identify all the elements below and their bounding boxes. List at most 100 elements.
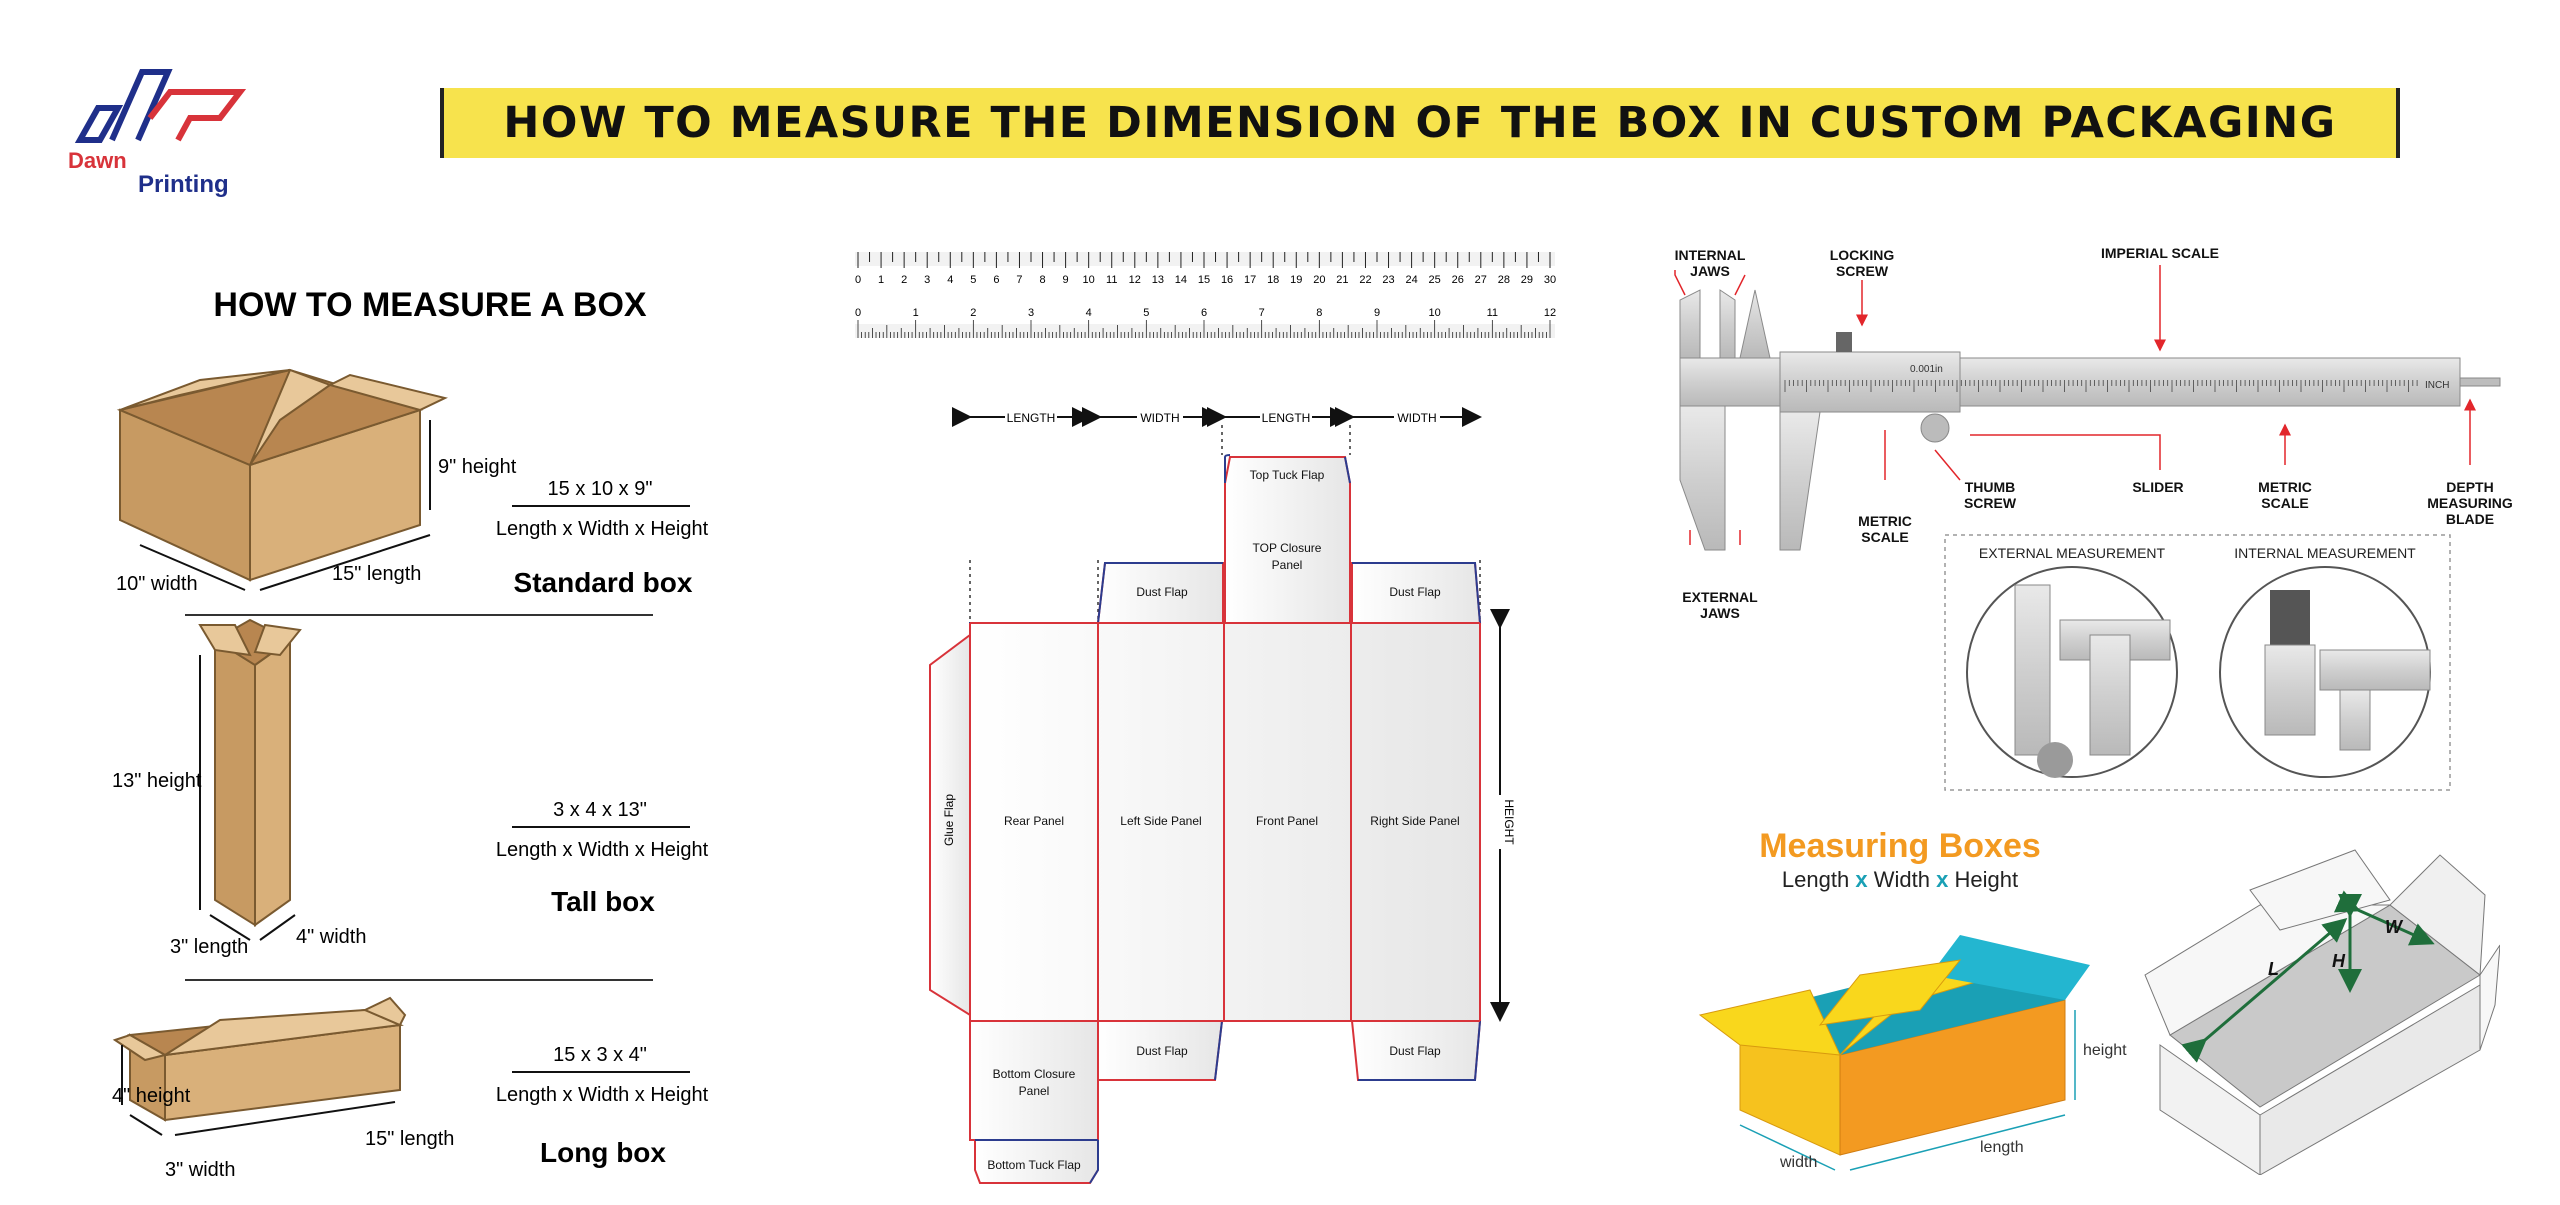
metric-scale-right-label-2: SCALE (2261, 495, 2308, 511)
ruler-top-number: 15 (1198, 274, 1210, 286)
tall-box-illustration (198, 618, 302, 941)
scale-inch-text: INCH (2425, 380, 2449, 391)
tall-height-label: 13" height (112, 770, 202, 792)
ruler-bottom-number: 10 (1429, 307, 1441, 319)
locking-screw-label-2: SCREW (1836, 263, 1889, 279)
ruler-top-number: 28 (1498, 274, 1510, 286)
measuring-boxes-subtitle: Length x Width x Height (1782, 867, 2018, 892)
slider-label: SLIDER (2132, 479, 2183, 495)
measuring-boxes-diagram: Measuring Boxes Length x Width x Height … (1698, 827, 2127, 1171)
standard-box-illustration (116, 368, 448, 591)
standard-width-label: 10" width (116, 573, 198, 595)
ruler-bottom-number: 11 (1487, 307, 1498, 319)
ruler-top-number: 1 (878, 274, 884, 286)
ruler-top-number: 22 (1359, 274, 1371, 286)
ruler-top-ticks (857, 252, 1551, 268)
metric-scale-right-label-1: METRIC (2258, 479, 2312, 495)
tall-box-name: Tall box (551, 886, 655, 917)
box-dieline: LENGTH WIDTH LENGTH WIDTH HEIGHT (929, 407, 1516, 1184)
ruler-bottom-number: 3 (1028, 307, 1034, 319)
ruler-top-number: 2 (901, 274, 907, 286)
dim-width-1: WIDTH (1140, 411, 1179, 425)
ruler-top-number: 3 (924, 274, 930, 286)
long-height-label: 4" height (112, 1085, 191, 1107)
internal-jaws-label-1: INTERNAL (1675, 247, 1746, 263)
subtitle-length: Length (1782, 867, 1849, 892)
height-label: height (2083, 1042, 2127, 1059)
standard-length-label: 15" length (332, 563, 421, 585)
long-dims: 15 x 3 x 4" (553, 1044, 647, 1066)
dust-flap-top-left-label: Dust Flap (1136, 585, 1188, 599)
dust-flap-bottom-left-label: Dust Flap (1136, 1044, 1188, 1058)
dust-flap-bottom-right-label: Dust Flap (1389, 1044, 1441, 1058)
dawn-printing-logo: Dawn Printing (68, 69, 247, 198)
ruler-top-number: 19 (1290, 274, 1302, 286)
external-jaws-label-1: EXTERNAL (1682, 589, 1758, 605)
ruler-top-number: 18 (1267, 274, 1279, 286)
measurement-insets-frame (1944, 534, 2451, 791)
brand-line1: Dawn (68, 148, 127, 173)
ruler-top-number: 4 (947, 274, 953, 286)
thumb-screw-label-1: THUMB (1965, 479, 2016, 495)
ruler-top-number: 5 (970, 274, 976, 286)
how-to-measure-panel: HOW TO MEASURE A BOX 9" height 10" width… (112, 286, 709, 1181)
long-width-label: 3" width (165, 1159, 235, 1181)
letter-h: H (2332, 951, 2346, 971)
ruler-top-number: 10 (1083, 274, 1095, 286)
locking-screw-label-1: LOCKING (1830, 247, 1895, 263)
tall-length-label: 3" length (170, 936, 248, 958)
tall-dims: 3 x 4 x 13" (553, 799, 647, 821)
caliper-scale-ticks (1784, 380, 2418, 392)
depth-blade-label-3: BLADE (2446, 511, 2494, 527)
internal-measurement-label: INTERNAL MEASUREMENT (2234, 545, 2416, 561)
letter-l: L (2268, 959, 2279, 979)
long-length-label: 15" length (365, 1128, 454, 1150)
vernier-caliper-diagram: INCH 0.001in INTERNAL JAWS LOCKING SCREW… (1674, 245, 2513, 791)
right-side-panel-label: Right Side Panel (1370, 814, 1459, 828)
ruler-top-number: 12 (1129, 274, 1141, 286)
ruler-bottom-number: 1 (913, 307, 919, 319)
ruler-top-number: 25 (1429, 274, 1441, 286)
tall-formula: Length x Width x Height (496, 839, 709, 861)
ruler-bottom-number: 8 (1316, 307, 1322, 319)
ruler-top-number: 14 (1175, 274, 1187, 286)
standard-dims: 15 x 10 x 9" (548, 478, 653, 500)
title-banner: HOW TO MEASURE THE DIMENSION OF THE BOX … (440, 88, 2400, 158)
dim-height: HEIGHT (1502, 799, 1516, 845)
internal-jaws-label-2: JAWS (1690, 263, 1730, 279)
depth-blade-label-1: DEPTH (2446, 479, 2493, 495)
ruler-top-number: 16 (1221, 274, 1233, 286)
long-box-name: Long box (540, 1137, 666, 1168)
ruler-top-number: 24 (1405, 274, 1417, 286)
ruler-top-number: 21 (1336, 274, 1348, 286)
ruler-bottom-number: 7 (1259, 307, 1265, 319)
long-formula: Length x Width x Height (496, 1084, 709, 1106)
ruler-top-number: 27 (1475, 274, 1487, 286)
dim-width-2: WIDTH (1397, 411, 1436, 425)
top-closure-panel-label-1: TOP Closure (1253, 541, 1322, 555)
scale-precision-text: 0.001in (1910, 364, 1943, 375)
page-title: HOW TO MEASURE THE DIMENSION OF THE BOX … (503, 98, 2337, 148)
ruler-bottom-ticks (857, 320, 1551, 338)
ruler-top-number: 6 (993, 274, 999, 286)
ruler-top-number: 29 (1521, 274, 1533, 286)
depth-blade-label-2: MEASURING (2427, 495, 2513, 511)
standard-formula: Length x Width x Height (496, 518, 709, 540)
letter-w: W (2385, 917, 2404, 937)
external-jaws-label-2: JAWS (1700, 605, 1740, 621)
bottom-closure-panel-label-2: Panel (1019, 1084, 1050, 1098)
ruler-bottom-number: 4 (1086, 307, 1092, 319)
standard-height-label: 9" height (438, 456, 517, 478)
ruler-top-number: 17 (1244, 274, 1256, 286)
ruler-top-number: 26 (1452, 274, 1464, 286)
glue-flap-label: Glue Flap (942, 794, 956, 846)
length-label: length (1980, 1139, 2024, 1156)
rear-panel-label: Rear Panel (1004, 814, 1064, 828)
ruler-bottom-number: 9 (1374, 307, 1380, 319)
white-box-illustration: L H W (2144, 849, 2500, 1175)
ruler-bottom-number: 5 (1143, 307, 1149, 319)
metric-scale-left-label-1: METRIC (1858, 513, 1912, 529)
dim-length-1: LENGTH (1007, 411, 1056, 425)
